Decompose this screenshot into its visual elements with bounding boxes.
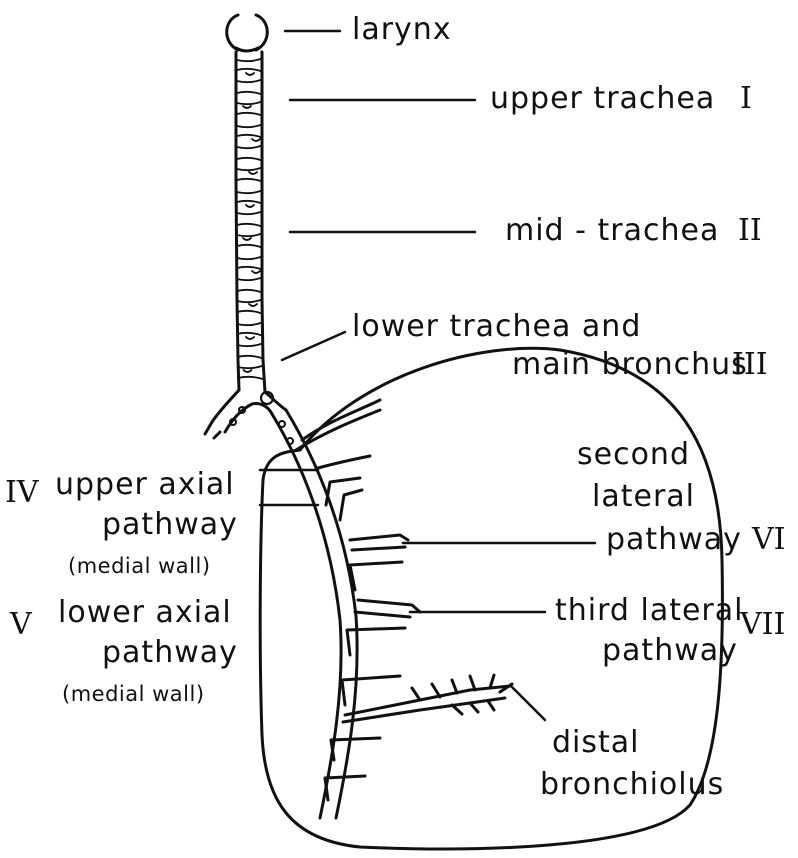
cartilage-mark xyxy=(249,172,257,174)
label-lower-trachea-line2: main bronchus xyxy=(512,350,748,380)
cartilage-ring xyxy=(237,102,262,105)
cartilage-ring xyxy=(238,366,264,369)
cartilage-ring xyxy=(237,168,262,171)
label-lower-axial-line2: pathway xyxy=(102,638,238,668)
numeral-VI: VI xyxy=(752,525,786,555)
bronchus-fork xyxy=(205,390,293,444)
cartilage-ring xyxy=(237,158,262,161)
numeral-III: III xyxy=(732,350,768,380)
larynx-shape xyxy=(227,15,268,51)
cartilage-ring xyxy=(237,69,262,72)
cartilage-ring xyxy=(237,224,262,227)
label-third-lateral-line1: third lateral xyxy=(555,596,744,626)
cartilage-mark xyxy=(249,304,257,306)
label-third-lateral-line2: pathway xyxy=(602,636,738,666)
label-distal-line2: bronchiolus xyxy=(540,770,724,800)
cartilage-mark xyxy=(252,139,260,141)
numeral-I: I xyxy=(740,84,752,114)
label-upper-trachea: upper trachea xyxy=(490,84,715,114)
cartilage-ring xyxy=(237,300,262,303)
label-lower-axial-line3: (medial wall) xyxy=(62,683,205,705)
numeral-VII: VII xyxy=(740,610,785,640)
numeral-IV: IV xyxy=(5,478,39,508)
cartilage-ring xyxy=(237,201,262,204)
label-upper-axial-line1: upper axial xyxy=(55,470,235,500)
cartilage-ring xyxy=(237,257,262,260)
label-second-lateral-line2: lateral xyxy=(592,482,695,512)
cartilage-ring xyxy=(238,377,265,380)
cartilage-ring xyxy=(237,59,262,62)
label-mid-trachea: mid - trachea xyxy=(505,216,719,246)
lateral-branches xyxy=(296,400,512,800)
cartilage-ring xyxy=(237,135,262,138)
cartilage-ring xyxy=(237,212,262,215)
numeral-V: V xyxy=(10,610,32,640)
cartilage-mark xyxy=(246,205,254,207)
cartilage-ring xyxy=(237,267,262,270)
numeral-II: II xyxy=(738,216,762,246)
cartilage-ring xyxy=(237,278,262,281)
label-larynx: larynx xyxy=(352,15,452,45)
cartilage-ring xyxy=(237,191,262,194)
cartilage-mark xyxy=(246,337,254,339)
label-second-lateral-line1: second xyxy=(577,440,690,470)
trachea-shape xyxy=(236,52,265,392)
label-upper-axial-line3: (medial wall) xyxy=(68,555,211,577)
cartilage-ring xyxy=(237,344,262,347)
cartilage-mark xyxy=(243,106,251,108)
cartilage-ring xyxy=(237,146,262,149)
cartilage-ring xyxy=(237,179,262,182)
cartilage-ring xyxy=(237,80,262,83)
cartilage-mark xyxy=(252,271,260,273)
cartilage-mark xyxy=(243,238,251,240)
cartilage-ring xyxy=(237,323,262,326)
cartilage-ring xyxy=(237,92,262,95)
cartilage-ring xyxy=(237,356,263,359)
cartilage-ring xyxy=(237,333,262,336)
cartilage-ring xyxy=(237,290,262,293)
label-distal-line1: distal xyxy=(552,728,640,758)
cartilage-ring xyxy=(237,234,262,237)
cartilage-mark xyxy=(246,73,254,75)
cartilage-mark xyxy=(244,370,252,372)
cartilage-ring xyxy=(237,311,262,314)
cartilage-ring xyxy=(237,245,262,248)
label-lower-axial-line1: lower axial xyxy=(58,598,232,628)
label-second-lateral-line3: pathway xyxy=(606,525,742,555)
label-lower-trachea-line1: lower trachea and xyxy=(352,312,641,342)
label-upper-axial-line2: pathway xyxy=(102,510,238,540)
cartilage-ring xyxy=(237,113,262,116)
cartilage-ring xyxy=(237,125,262,128)
